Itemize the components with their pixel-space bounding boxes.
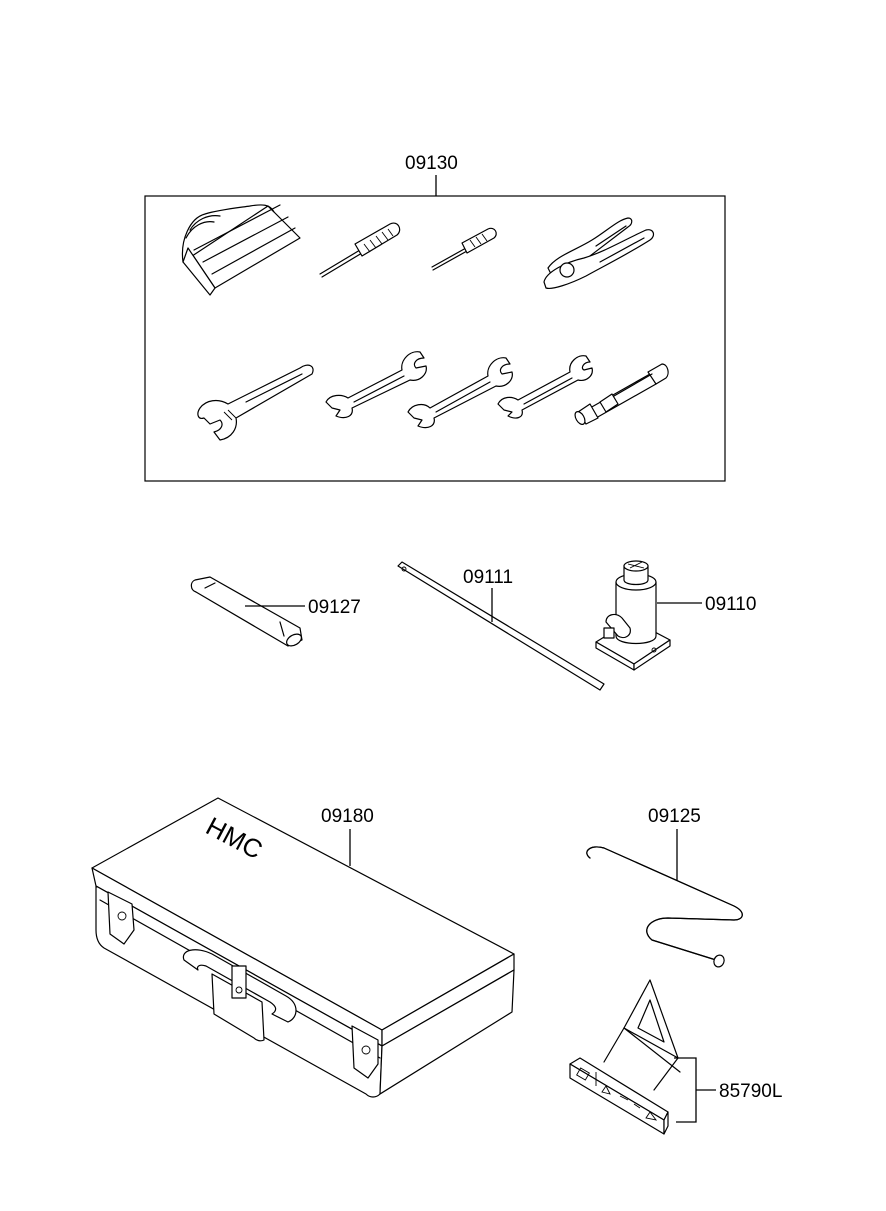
crank-handle-icon [586, 846, 743, 961]
box-wrench-icon [574, 363, 669, 425]
tool-set-box [144, 195, 726, 482]
warning-triangle-group: 85790L [569, 979, 782, 1135]
tool-bag-icon [181, 204, 301, 296]
open-end-wrench-1-icon [325, 351, 427, 419]
warning-triangle-bracket [674, 1057, 716, 1123]
lug-wrench-group: 09127 [190, 576, 361, 647]
crank-handle-label[interactable]: 09125 [648, 806, 701, 827]
tool-case-group: HMC 09180 [91, 797, 515, 1098]
bottle-jack-icon [595, 560, 671, 671]
warning-triangle-label[interactable]: 85790L [719, 1081, 782, 1102]
crank-handle-group: 09125 [586, 806, 743, 968]
tool-set-group: 09130 [144, 153, 726, 482]
tool-set-label[interactable]: 09130 [405, 153, 458, 174]
open-end-wrench-3-icon [497, 355, 593, 419]
warning-triangle-icon [569, 979, 681, 1135]
jack-label[interactable]: 09110 [705, 594, 756, 615]
adjustable-wrench-icon [197, 364, 314, 441]
jack-handle-icon [397, 561, 605, 691]
pliers-icon [543, 217, 655, 289]
open-end-wrench-2-icon [407, 357, 513, 429]
lug-wrench-icon [190, 576, 303, 647]
tool-case-icon [91, 797, 515, 1098]
jack-handle-group: 09111 [397, 561, 605, 691]
screwdriver-small-icon [431, 227, 497, 271]
tool-case-label[interactable]: 09180 [321, 806, 374, 827]
lug-wrench-label[interactable]: 09127 [308, 597, 361, 618]
jack-handle-label[interactable]: 09111 [463, 567, 513, 588]
screwdriver-large-icon [319, 222, 401, 278]
jack-group: 09110 [595, 560, 756, 671]
